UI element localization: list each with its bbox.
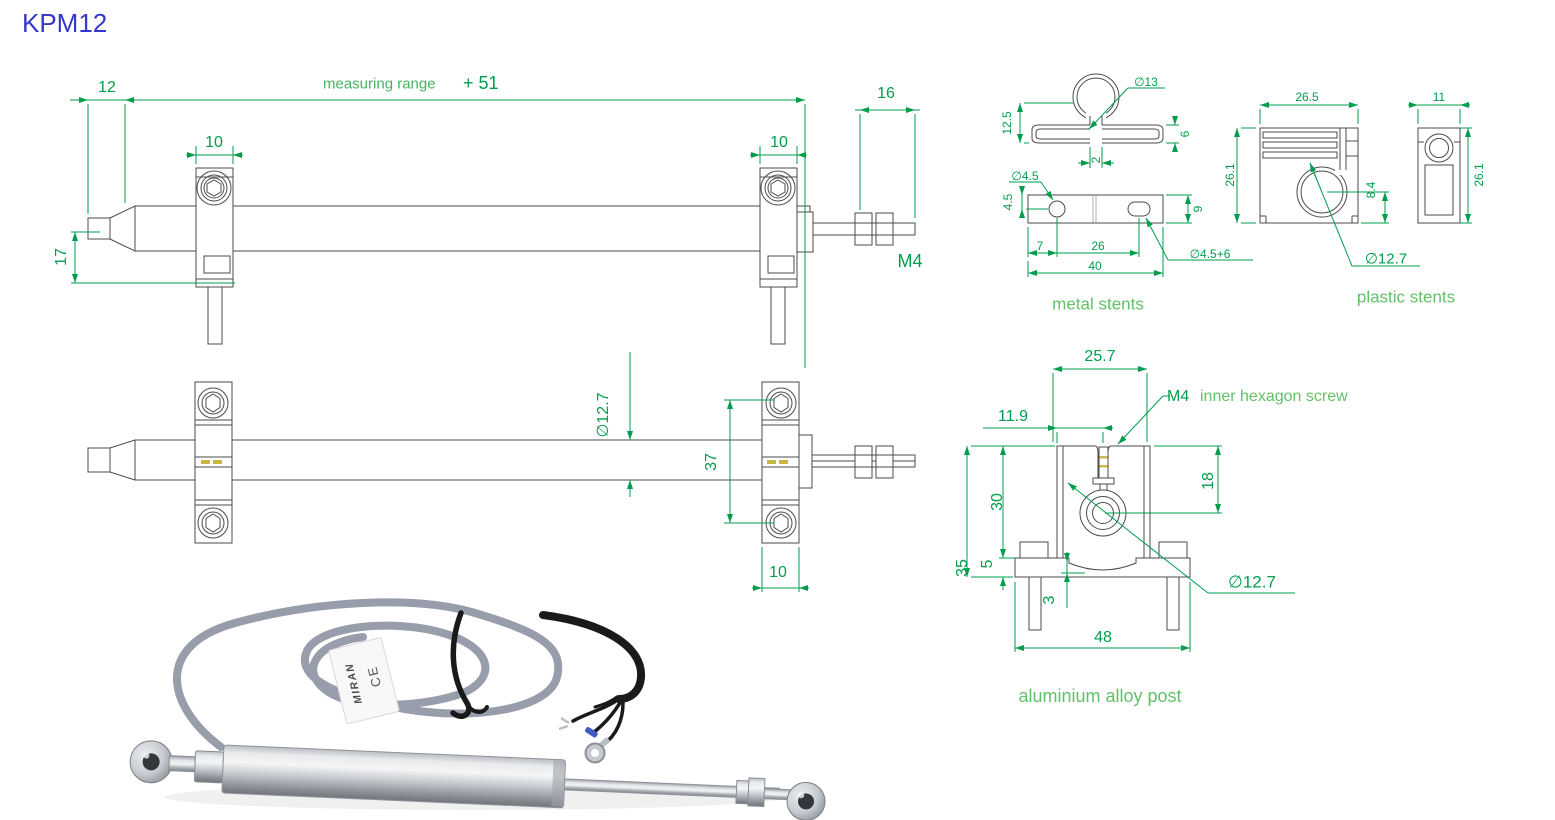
dim-10-left: 10 bbox=[205, 134, 223, 151]
caption-plastic-stents: plastic stents bbox=[1356, 287, 1456, 307]
plastic-stents-dimensions bbox=[1234, 102, 1472, 267]
sensor-body-top bbox=[87, 434, 916, 489]
dim-9: 9 bbox=[1191, 205, 1205, 213]
dim-11-9: 11.9 bbox=[998, 408, 1028, 425]
dim-48: 48 bbox=[1094, 629, 1112, 646]
plastic-stent-side bbox=[1417, 127, 1461, 224]
dim-measuring-range-value: + 51 bbox=[463, 73, 499, 93]
page-title: KPM12 bbox=[22, 8, 108, 38]
alloy-post-body bbox=[1014, 445, 1191, 631]
dim-25-7: 25.7 bbox=[1084, 348, 1116, 365]
plastic-stents-drawing bbox=[1234, 102, 1472, 267]
mounting-bracket-left-front bbox=[195, 167, 234, 345]
thread-label-m4: M4 bbox=[897, 251, 923, 271]
dim-measuring-range-label: measuring range bbox=[323, 75, 436, 93]
cable-black-leads bbox=[539, 611, 646, 764]
dim-35: 35 bbox=[954, 559, 971, 577]
top-view-dimensions bbox=[627, 352, 809, 592]
dim-30: 30 bbox=[989, 493, 1006, 511]
dim-7: 7 bbox=[1036, 239, 1044, 253]
product-photo: MIRAN CE bbox=[129, 598, 826, 820]
sensor-cable bbox=[173, 598, 563, 751]
dim-16: 16 bbox=[877, 85, 895, 102]
dim-26-5: 26.5 bbox=[1295, 90, 1319, 104]
dim-12-5: 12.5 bbox=[1000, 111, 1014, 135]
dim-18: 18 bbox=[1200, 472, 1217, 490]
dim-11: 11 bbox=[1432, 90, 1446, 104]
top-view-drawing bbox=[87, 352, 916, 592]
front-view-dimensions bbox=[70, 97, 920, 368]
dim-37: 37 bbox=[703, 453, 720, 471]
caption-metal-stents: metal stents bbox=[1052, 294, 1144, 314]
dim-10-bottom: 10 bbox=[769, 564, 787, 581]
dim-12: 12 bbox=[98, 79, 116, 96]
caption-alloy-post: aluminium alloy post bbox=[1018, 686, 1182, 706]
dim-d13: ∅13 bbox=[1134, 75, 1158, 89]
plastic-stent-front bbox=[1259, 127, 1359, 224]
alloy-post-drawing bbox=[964, 366, 1295, 652]
screw-note-m4: M4 bbox=[1167, 388, 1190, 405]
dim-plastic-d12-7: ∅12.7 bbox=[1364, 250, 1408, 268]
dim-d4-5: ∅4.5 bbox=[1011, 169, 1039, 183]
metal-stents-dimensions bbox=[1009, 87, 1253, 277]
dim-26-1-right: 26.1 bbox=[1472, 163, 1486, 187]
alloy-post-dimensions bbox=[964, 366, 1295, 652]
dim-diameter-12-7: ∅12.7 bbox=[595, 392, 612, 438]
cable-label: MIRAN CE bbox=[328, 637, 400, 725]
sensor-device bbox=[129, 740, 826, 820]
ce-mark-text: CE bbox=[364, 664, 384, 689]
dim-5: 5 bbox=[979, 559, 996, 569]
metal-stent-plate bbox=[1027, 194, 1164, 224]
mounting-bracket-right-top bbox=[761, 381, 800, 544]
dim-40: 40 bbox=[1088, 259, 1102, 273]
dim-4-5: 4.5 bbox=[1001, 193, 1015, 211]
dim-2: 2 bbox=[1089, 156, 1103, 164]
dim-3: 3 bbox=[1041, 595, 1058, 605]
dim-post-d12-7: ∅12.7 bbox=[1228, 572, 1276, 592]
mounting-bracket-left-top bbox=[194, 381, 233, 544]
dim-26: 26 bbox=[1091, 239, 1105, 253]
cable-tie bbox=[450, 610, 489, 719]
dim-26-1-left: 26.1 bbox=[1223, 163, 1237, 187]
sensor-body-front bbox=[87, 205, 916, 253]
screw-note-text: inner hexagon screw bbox=[1200, 388, 1348, 405]
dim-10-right: 10 bbox=[770, 134, 788, 151]
dim-slot-4-5-6: ∅4.5+6 bbox=[1189, 247, 1231, 261]
metal-stents-drawing bbox=[1009, 73, 1253, 277]
dim-8-4: 8.4 bbox=[1364, 181, 1378, 199]
mounting-bracket-right-front bbox=[759, 167, 798, 345]
dim-6: 6 bbox=[1178, 130, 1192, 138]
dim-17: 17 bbox=[53, 248, 70, 266]
front-view-drawing bbox=[70, 97, 920, 368]
